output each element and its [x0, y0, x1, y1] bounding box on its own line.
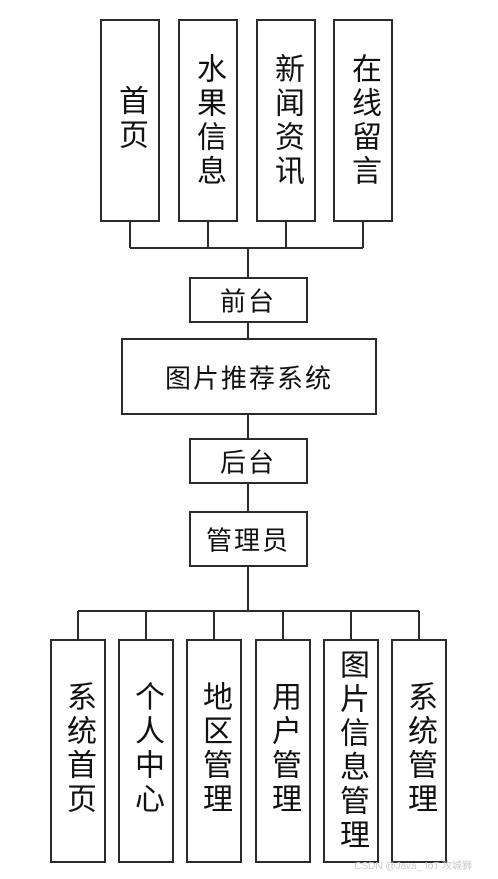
system-box [121, 338, 377, 415]
module-label-user-management: 用户管理 [266, 681, 301, 817]
watermark: CSDN @Java_ IoT 攻城狮 [354, 861, 472, 872]
module-label-region-management: 地区管理 [197, 681, 232, 817]
module-label-system-home: 系统首页 [61, 681, 96, 817]
module-label-personal-center: 个人中心 [129, 681, 164, 817]
front-label: 前台 [219, 287, 277, 318]
module-label-home: 首页 [113, 85, 148, 153]
module-box-fruit-info [178, 19, 238, 222]
module-box-home [100, 19, 160, 222]
admin-box [189, 511, 308, 567]
front-box [189, 277, 308, 323]
back-box [189, 438, 308, 484]
admin-label: 管理员 [205, 526, 291, 557]
module-label-fruit-info: 水果信息 [191, 53, 226, 189]
module-box-personal-center [118, 639, 174, 863]
module-label-image-info-management: 图片信息管理 [334, 649, 369, 853]
module-label-message: 在线留言 [346, 53, 381, 189]
back-label: 后台 [219, 448, 277, 479]
module-box-image-info-management [323, 639, 379, 863]
module-box-system-management [391, 639, 447, 863]
module-label-system-management: 系统管理 [402, 681, 437, 817]
module-box-message [333, 19, 393, 222]
module-box-system-home [50, 639, 106, 863]
module-label-news: 新闻资讯 [269, 53, 304, 189]
module-box-user-management [255, 639, 311, 863]
module-box-region-management [186, 639, 242, 863]
system-label: 图片推荐系统 [164, 364, 334, 395]
